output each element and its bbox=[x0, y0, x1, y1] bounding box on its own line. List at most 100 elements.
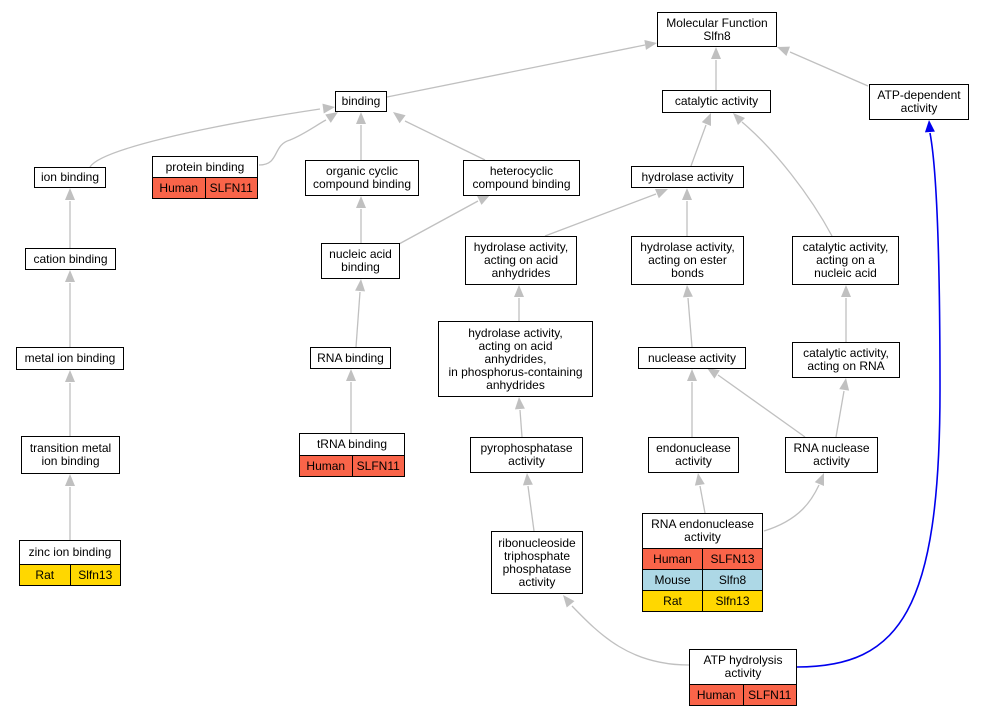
edge-rna-endonuclease-activity-to-rna-nuclease-activity-arrowhead bbox=[814, 473, 824, 486]
annotation-row-human[interactable]: Human SLFN11 bbox=[689, 684, 797, 706]
edge-pyrophosphatase-activity-to-hydrolase-phosphorus-anhydrides bbox=[519, 409, 523, 438]
edge-hydrolase-activity-to-catalytic-activity-arrowhead bbox=[701, 113, 711, 126]
annotation-row-rat[interactable]: Rat Slfn13 bbox=[642, 590, 763, 612]
edge-rna-endonuclease-activity-to-endonuclease-activity-arrowhead bbox=[694, 473, 705, 486]
species-cell: Human bbox=[159, 180, 199, 195]
label-line: catalytic activity, bbox=[802, 240, 889, 254]
label-line: zinc ion binding bbox=[28, 545, 112, 559]
label-line: cation binding bbox=[33, 251, 108, 266]
go-term-label: zinc ion binding bbox=[29, 546, 112, 559]
edge-metal-ion-binding-to-cation-binding-arrowhead bbox=[65, 270, 75, 282]
label-line: tRNA binding bbox=[316, 437, 388, 451]
go-term-label: cation binding bbox=[33, 251, 108, 266]
go-term-cation-binding[interactable]: cation binding bbox=[25, 248, 116, 270]
go-term-label: metal ion binding bbox=[25, 352, 116, 365]
edge-rna-binding-to-nucleic-acid-binding bbox=[355, 291, 361, 348]
label-line: hydrolase activity, bbox=[468, 325, 563, 340]
species-cell: Rat bbox=[663, 593, 682, 608]
label-line: RNA binding bbox=[317, 350, 384, 365]
edge-ion-binding-to-binding bbox=[89, 108, 321, 168]
edge-cation-binding-to-ion-binding-arrowhead bbox=[65, 188, 75, 200]
edge-nucleic-acid-binding-to-organic-cyclic-compound-binding-arrowhead bbox=[356, 196, 366, 208]
edge-atp-dependent-activity-to-molecular-function-arrowhead bbox=[777, 46, 790, 56]
go-term-label: tRNA binding bbox=[317, 438, 387, 451]
label-line: Molecular Function bbox=[666, 15, 768, 30]
gene-cell: SLFN11 bbox=[351, 456, 405, 476]
go-term-zinc-ion-binding[interactable]: zinc ion binding bbox=[19, 540, 121, 565]
edge-hydrolase-acid-anhydrides-to-hydrolase-activity-arrowhead bbox=[655, 189, 668, 199]
go-term-nuclease-activity[interactable]: nuclease activity bbox=[638, 347, 746, 369]
species-cell: Mouse bbox=[654, 572, 691, 587]
go-term-protein-binding[interactable]: protein binding bbox=[152, 156, 258, 178]
gene-cell: Slfn13 bbox=[702, 591, 762, 611]
label-line: endonuclease bbox=[656, 441, 731, 455]
edge-protein-binding-to-binding-arrowhead bbox=[325, 112, 338, 123]
label-line: acting on acid bbox=[478, 338, 553, 353]
go-term-hydrolase-activity[interactable]: hydrolase activity bbox=[631, 166, 744, 188]
label-line: organic cyclic bbox=[325, 164, 398, 178]
edge-ribonucleoside-triphosphate-phosphatase-to-pyrophosphatase-activity-arrowhead bbox=[522, 473, 533, 486]
label-line: ribonucleoside bbox=[498, 535, 576, 550]
go-term-binding[interactable]: binding bbox=[335, 91, 387, 112]
go-term-catalytic-activity[interactable]: catalytic activity bbox=[662, 90, 771, 113]
gene-cell: SLFN13 bbox=[702, 549, 762, 569]
label-line: RNA nuclease bbox=[793, 441, 870, 455]
label-line: nuclease activity bbox=[647, 350, 737, 365]
go-term-metal-ion-binding[interactable]: metal ion binding bbox=[16, 347, 124, 370]
label-line: hydrolase activity bbox=[641, 169, 734, 184]
go-term-trna-binding[interactable]: tRNA binding bbox=[299, 433, 405, 456]
gene-cell: SLFN11 bbox=[742, 685, 797, 705]
edge-nucleic-acid-binding-to-heterocyclic-compound-binding bbox=[398, 200, 479, 245]
label-line: pyrophosphatase bbox=[480, 441, 573, 455]
go-term-label: binding bbox=[342, 95, 381, 108]
label-line: acting on RNA bbox=[807, 359, 885, 373]
edge-rna-nuclease-activity-to-nuclease-activity bbox=[717, 374, 806, 438]
edge-nuclease-activity-to-hydrolase-ester-bonds-arrowhead bbox=[682, 285, 693, 298]
annotation-row-human[interactable]: Human SLFN13 bbox=[642, 548, 763, 570]
edge-rna-endonuclease-activity-to-endonuclease-activity bbox=[699, 485, 706, 514]
go-term-ion-binding[interactable]: ion binding bbox=[34, 167, 106, 188]
label-line: compound binding bbox=[472, 177, 571, 191]
go-term-catalytic-rna[interactable]: catalytic activity,acting on RNA bbox=[792, 342, 900, 378]
label-line: bonds bbox=[671, 266, 704, 280]
edge-rna-nuclease-activity-to-catalytic-rna bbox=[835, 390, 845, 438]
go-term-rna-binding[interactable]: RNA binding bbox=[310, 347, 391, 369]
edge-catalytic-activity-to-molecular-function-arrowhead bbox=[711, 47, 721, 59]
species-cell: Human bbox=[696, 687, 736, 702]
go-term-label: catalytic activity bbox=[675, 95, 758, 108]
label-line: activity bbox=[518, 574, 556, 589]
go-term-label: protein binding bbox=[166, 160, 245, 174]
species-cell: Human bbox=[653, 551, 692, 566]
label-line: acting on acid bbox=[483, 253, 559, 267]
edge-rna-nuclease-activity-to-catalytic-rna-arrowhead bbox=[839, 378, 850, 391]
